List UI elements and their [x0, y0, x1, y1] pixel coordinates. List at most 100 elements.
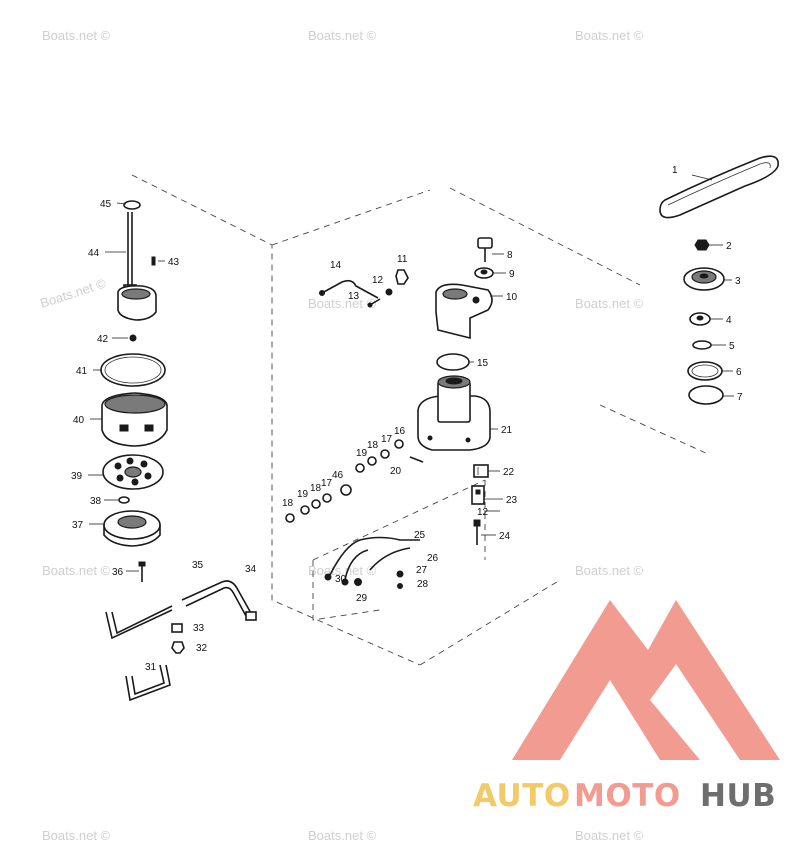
callout-34: 34 — [245, 564, 257, 575]
watermark-10: Boats.net © — [42, 828, 111, 843]
callout-41: 41 — [76, 366, 88, 377]
watermark-2: Boats.net © — [308, 28, 377, 43]
hose-part-34 — [105, 605, 173, 640]
callout-38: 38 — [90, 496, 102, 507]
stator-part-39 — [102, 454, 164, 490]
callout-29: 29 — [356, 593, 368, 604]
callout-24: 24 — [499, 531, 511, 542]
bolt-part-24 — [473, 519, 481, 545]
washer-part-9 — [474, 267, 494, 279]
nut-part-45 — [123, 200, 141, 210]
callout-16: 16 — [394, 426, 406, 437]
logo-mark-icon — [512, 600, 780, 760]
callout-17b: 17 — [321, 478, 333, 489]
watermark-6: Boats.net © — [575, 296, 644, 311]
callout-9: 9 — [509, 269, 515, 280]
callout-13: 13 — [348, 291, 360, 302]
callout-6: 6 — [736, 367, 742, 378]
callout-43: 43 — [168, 257, 180, 268]
callout-18b: 18 — [282, 498, 294, 509]
screw-part-13 — [367, 298, 381, 308]
screw-part-36 — [138, 561, 146, 582]
pulley-part-3 — [683, 267, 725, 291]
callout-8: 8 — [507, 250, 513, 261]
callout-1: 1 — [672, 165, 678, 176]
block-part-22 — [473, 464, 489, 478]
callout-40: 40 — [73, 415, 85, 426]
callout-12b: 12 — [477, 507, 489, 518]
oring-part-15 — [436, 353, 470, 371]
washer-part-5 — [692, 340, 712, 350]
logo-text-moto: MOTO — [574, 778, 681, 814]
callout-14: 14 — [330, 260, 342, 271]
callout-19b: 19 — [297, 489, 309, 500]
callout-28: 28 — [417, 579, 429, 590]
callout-26: 26 — [427, 553, 439, 564]
oring-part-6 — [687, 361, 723, 381]
callout-27: 27 — [416, 565, 428, 576]
callout-2: 2 — [726, 241, 732, 252]
callout-12: 12 — [372, 275, 384, 286]
key-part-43 — [151, 256, 156, 266]
watermark-5: Boats.net © — [308, 296, 377, 311]
watermark-9: Boats.net © — [575, 563, 644, 578]
callout-33: 33 — [193, 623, 205, 634]
valve-part-11 — [395, 269, 409, 285]
hose-part-31 — [125, 664, 171, 702]
leader-lines — [88, 174, 734, 572]
logo-text-hub: HUB — [700, 778, 776, 814]
automotohub-logo: AUTO MOTO HUB — [473, 600, 780, 814]
callout-17: 17 — [381, 434, 393, 445]
callout-22: 22 — [503, 467, 515, 478]
lever-part-14 — [319, 279, 379, 299]
callout-25: 25 — [414, 530, 426, 541]
callout-35: 35 — [192, 560, 204, 571]
watermark-8: Boats.net © — [308, 563, 377, 578]
callout-45: 45 — [100, 199, 112, 210]
callout-32: 32 — [196, 643, 208, 654]
washer-part-42 — [129, 334, 137, 342]
callout-3: 3 — [735, 276, 741, 287]
callout-36: 36 — [112, 567, 124, 578]
washer-part-4 — [689, 312, 711, 326]
fittings-cluster — [285, 439, 424, 523]
callout-11: 11 — [397, 254, 408, 265]
watermark-7: Boats.net © — [42, 563, 111, 578]
housing-part-21 — [417, 375, 491, 451]
belt-part-1 — [659, 155, 779, 219]
watermark-3: Boats.net © — [575, 28, 644, 43]
watermark-1: Boats.net © — [42, 28, 111, 43]
flywheel-part-40 — [101, 392, 168, 447]
callout-20: 20 — [390, 466, 402, 477]
callout-31: 31 — [145, 662, 157, 673]
callout-5: 5 — [729, 341, 735, 352]
harness-parts-25-30 — [324, 536, 420, 589]
callout-labels: 1 2 3 4 5 6 7 8 9 10 11 12 13 14 15 16 1… — [71, 165, 743, 673]
callout-21: 21 — [501, 425, 513, 436]
callout-44: 44 — [88, 248, 100, 259]
oring-part-7 — [688, 385, 724, 405]
callout-18c: 18 — [310, 483, 322, 494]
clamp-part-33 — [171, 623, 183, 633]
shaft-part-44 — [123, 212, 137, 292]
callout-30: 30 — [335, 574, 347, 585]
bracket-part-10 — [435, 283, 493, 340]
nut-part-2 — [694, 239, 710, 251]
bolt-part-8 — [477, 237, 493, 262]
plate-part-37 — [103, 510, 161, 547]
fitting-part-32 — [171, 641, 185, 654]
callout-42: 42 — [97, 334, 109, 345]
callout-18: 18 — [367, 440, 379, 451]
callout-15: 15 — [477, 358, 489, 369]
watermark-4: Boats.net © — [38, 275, 108, 310]
washer-part-38 — [118, 496, 130, 504]
oring-part-41 — [100, 353, 166, 387]
callout-23: 23 — [506, 495, 518, 506]
callout-19: 19 — [356, 448, 368, 459]
logo-text-auto: AUTO — [473, 778, 571, 814]
callout-39: 39 — [71, 471, 83, 482]
hose-part-35 — [181, 580, 257, 621]
callout-37: 37 — [72, 520, 84, 531]
